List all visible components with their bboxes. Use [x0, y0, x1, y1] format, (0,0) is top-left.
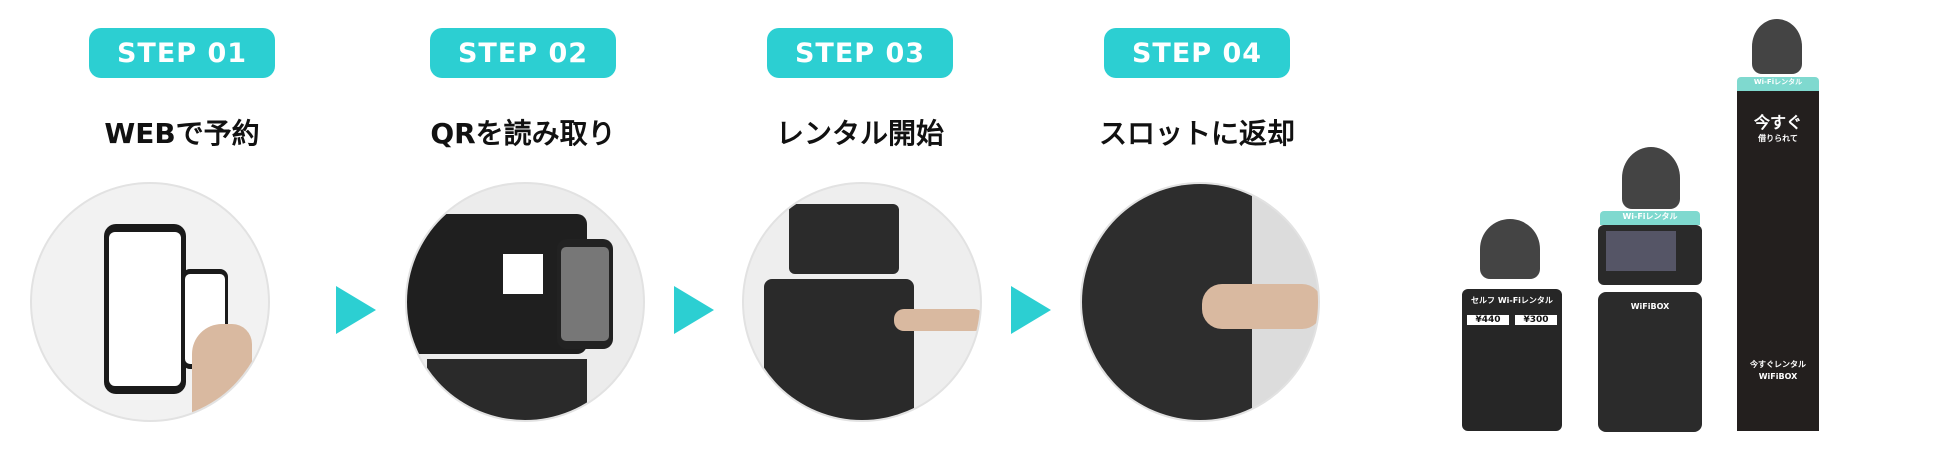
medium-brand: WiFiBOX: [1630, 302, 1670, 311]
kiosk-screen: [1598, 225, 1702, 285]
kiosk-body: [764, 279, 914, 420]
step-03-image: [742, 182, 982, 422]
tall-headline: 今すぐ: [1753, 113, 1802, 132]
price-2: ¥300: [1515, 315, 1557, 325]
product-tall-stand: Wi-Fiレンタル 今すぐ 借りられて 今すぐレンタル WiFiBOX: [1737, 19, 1819, 431]
tall-subline: 借りられて: [1758, 134, 1798, 143]
medium-header: Wi-Fiレンタル: [1600, 211, 1700, 225]
phone-icon: [557, 239, 613, 349]
step-01-badge: STEP 01: [89, 28, 275, 78]
hand-icon: [894, 309, 980, 331]
step-02-label: QRを読み取り: [430, 117, 616, 150]
arrow-right-icon: [1011, 286, 1051, 334]
wifi-runner-icon: [1622, 147, 1680, 209]
kiosk-body: [427, 359, 587, 420]
phone-in-hand-icon: [182, 269, 228, 369]
step-03-label: レンタル開始: [775, 117, 944, 150]
step-02-image: [405, 182, 645, 422]
step-04-label: スロットに返却: [1098, 117, 1295, 150]
arrow-right-icon: [674, 286, 714, 334]
phone-icon: [104, 224, 186, 394]
arrow-right-icon: [336, 286, 376, 334]
step-02-badge: STEP 02: [430, 28, 616, 78]
product-medium-kiosk: Wi-Fiレンタル WiFiBOX: [1594, 147, 1706, 437]
kiosk-screen: [789, 204, 899, 274]
tall-brand: WiFiBOX: [1758, 372, 1798, 381]
price-1: ¥440: [1467, 315, 1509, 325]
product-small-stand: セルフ Wi-Fiレンタル ¥440 ¥300: [1462, 219, 1562, 431]
hand-icon: [192, 324, 252, 420]
hand-icon: [1202, 284, 1318, 329]
wifi-runner-icon: [1480, 219, 1540, 279]
tall-header: Wi-Fiレンタル: [1737, 77, 1819, 91]
step-04-image: [1080, 182, 1320, 422]
step-01-image: [30, 182, 270, 422]
small-title: セルフ Wi-Fiレンタル: [1471, 296, 1553, 305]
step-04-badge: STEP 04: [1104, 28, 1290, 78]
wifi-runner-icon: [1752, 19, 1802, 74]
tall-tagline: 今すぐレンタル: [1750, 360, 1806, 369]
step-03-badge: STEP 03: [767, 28, 953, 78]
step-01-label: WEBで予約: [104, 117, 260, 150]
